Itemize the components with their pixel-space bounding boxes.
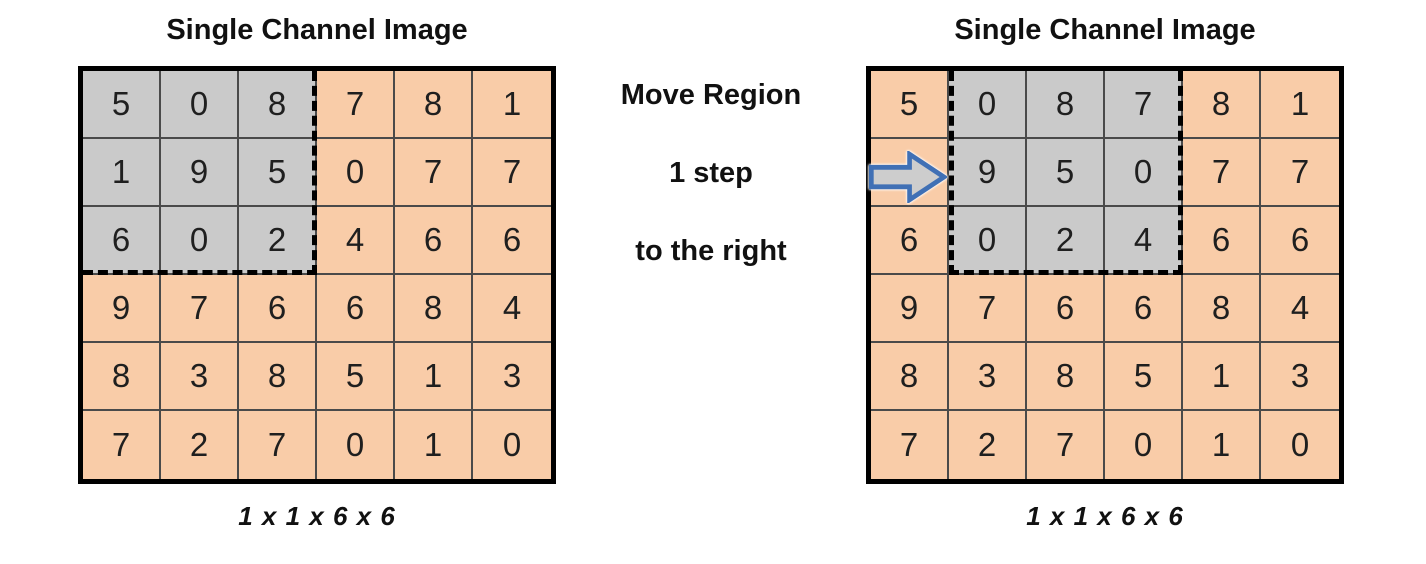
grid-cell: 2: [239, 207, 317, 275]
grid-cell: 9: [949, 139, 1027, 207]
grid-cell: 6: [1027, 275, 1105, 343]
grid-cell: 4: [1105, 207, 1183, 275]
grid-cell: 1: [1183, 411, 1261, 479]
grid-cell: 2: [1027, 207, 1105, 275]
grid-cell: 4: [317, 207, 395, 275]
grid-cell: 7: [239, 411, 317, 479]
move-region-line-2: 1 step: [669, 157, 753, 189]
grid-cell: 6: [83, 207, 161, 275]
grid-cell: 1: [1261, 71, 1339, 139]
grid-cell: 5: [1027, 139, 1105, 207]
grid-cell: 0: [473, 411, 551, 479]
grid-cell: 7: [395, 139, 473, 207]
grid-cell: 7: [161, 275, 239, 343]
grid-cell: 0: [1105, 411, 1183, 479]
grid-cell: 0: [161, 207, 239, 275]
grid-cell: 8: [83, 343, 161, 411]
grid-cell: 8: [395, 71, 473, 139]
grid-cell: 6: [1105, 275, 1183, 343]
grid-cell: 8: [1183, 71, 1261, 139]
grid-cell: 3: [1261, 343, 1339, 411]
grid-cell: 6: [1183, 207, 1261, 275]
grid-cell: 0: [949, 71, 1027, 139]
grid-cell: 7: [473, 139, 551, 207]
grid-cell: 8: [239, 71, 317, 139]
grid-cell: 6: [1261, 207, 1339, 275]
grid-cell: 3: [949, 343, 1027, 411]
grid-cell: 7: [83, 411, 161, 479]
grid-cell: 6: [317, 275, 395, 343]
grid-cell: 4: [1261, 275, 1339, 343]
grid-cell: 0: [1105, 139, 1183, 207]
grid-cell: 0: [1261, 411, 1339, 479]
grid-cell: [871, 139, 949, 207]
grid-cell: 7: [1183, 139, 1261, 207]
grid-cell: 8: [1027, 71, 1105, 139]
grid-cell: 1: [395, 343, 473, 411]
grid-cell: 0: [949, 207, 1027, 275]
grid-cell: 7: [317, 71, 395, 139]
grid-cell: 5: [317, 343, 395, 411]
grid-cell: 8: [239, 343, 317, 411]
grid-cell: 6: [395, 207, 473, 275]
move-region-line-1: Move Region: [620, 79, 802, 111]
grid-cell: 2: [161, 411, 239, 479]
grid-cell: 1: [395, 411, 473, 479]
grid-cell: 8: [1027, 343, 1105, 411]
grid-cell: 0: [317, 411, 395, 479]
grid-cell: 6: [473, 207, 551, 275]
right-grid-title: Single Channel Image: [954, 14, 1256, 46]
left-grid-caption: 1 x 1 x 6 x 6: [238, 501, 396, 531]
grid-cell: 1: [1183, 343, 1261, 411]
grid-cell: 7: [1261, 139, 1339, 207]
grid-cell: 6: [239, 275, 317, 343]
grid-cell: 8: [395, 275, 473, 343]
grid-cell: 5: [871, 71, 949, 139]
grid-cell: 0: [317, 139, 395, 207]
grid-cell: 1: [83, 139, 161, 207]
grid-cell: 8: [1183, 275, 1261, 343]
grid-cell: 5: [83, 71, 161, 139]
grid-cell: 4: [473, 275, 551, 343]
move-region-line-3: to the right: [635, 235, 787, 267]
grid-cell: 7: [1105, 71, 1183, 139]
grid-cell: 5: [239, 139, 317, 207]
grid-cell: 1: [473, 71, 551, 139]
grid-cell: 7: [949, 275, 1027, 343]
grid-cell: 7: [871, 411, 949, 479]
right-grid-caption: 1 x 1 x 6 x 6: [1026, 501, 1184, 531]
grid-cell: 3: [473, 343, 551, 411]
grid-cell: 0: [161, 71, 239, 139]
grid-cell: 5: [1105, 343, 1183, 411]
grid-cell: 9: [83, 275, 161, 343]
grid-cell: 7: [1027, 411, 1105, 479]
grid-cell: 9: [161, 139, 239, 207]
grid-cell: 8: [871, 343, 949, 411]
grid-cell: 6: [871, 207, 949, 275]
grid-cell: 2: [949, 411, 1027, 479]
move-region-text: Move Region 1 step to the right: [556, 79, 866, 267]
grid-cell: 9: [871, 275, 949, 343]
left-grid-title: Single Channel Image: [166, 14, 468, 46]
grid-cell: 3: [161, 343, 239, 411]
